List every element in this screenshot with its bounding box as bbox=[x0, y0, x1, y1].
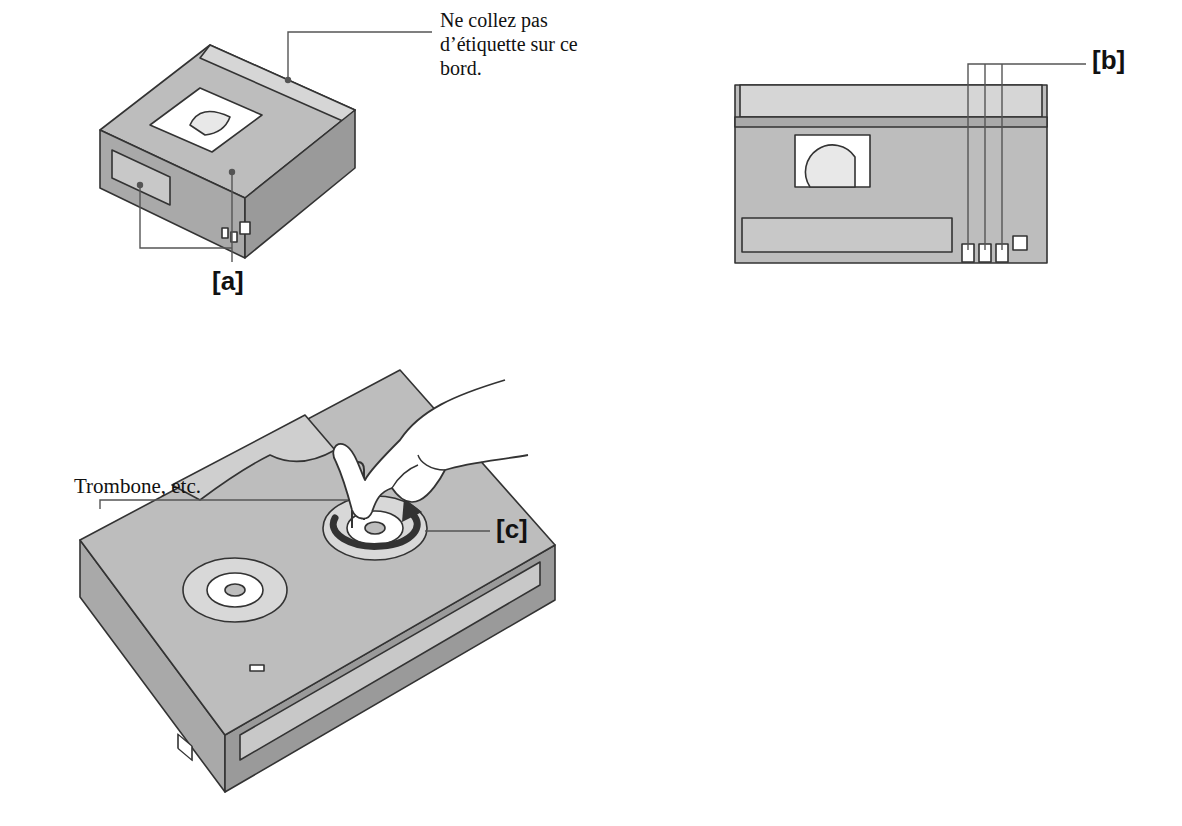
callout-label: [b] bbox=[1092, 45, 1125, 76]
finger-line bbox=[392, 465, 418, 488]
leader-lines bbox=[100, 500, 490, 531]
leader-dot bbox=[230, 170, 235, 175]
leader-line bbox=[288, 32, 432, 80]
leader-line bbox=[984, 64, 985, 250]
leader-dot bbox=[286, 78, 291, 83]
cassette-top-left bbox=[100, 45, 355, 258]
leader-lines bbox=[968, 64, 1086, 250]
leader-line bbox=[1001, 64, 1002, 250]
cassette-end bbox=[245, 110, 355, 258]
cassette-body bbox=[735, 85, 1047, 263]
label-area bbox=[112, 150, 170, 205]
label-area bbox=[742, 218, 952, 252]
callout-label: [a] bbox=[212, 266, 244, 297]
cassette-front bbox=[735, 85, 1047, 263]
leader-line bbox=[100, 500, 348, 509]
leader-line bbox=[140, 185, 232, 248]
tab bbox=[222, 228, 228, 238]
callout-label: [c] bbox=[496, 514, 528, 545]
leader-dot bbox=[138, 183, 143, 188]
tab bbox=[178, 734, 192, 760]
cassette-open bbox=[80, 370, 555, 792]
tab bbox=[1013, 236, 1027, 250]
hand bbox=[333, 380, 528, 519]
tape-reel bbox=[190, 112, 230, 135]
tape-reel bbox=[805, 145, 855, 187]
reel-hub bbox=[207, 573, 263, 607]
cassette-ridge bbox=[740, 85, 1042, 117]
cassette-window bbox=[150, 88, 262, 152]
callout-label: Trombone, etc. bbox=[74, 474, 201, 499]
reel bbox=[183, 558, 287, 622]
cassette-side bbox=[100, 130, 245, 258]
cassette-face bbox=[80, 370, 555, 735]
tab bbox=[240, 222, 250, 234]
callout-label: Ne collez pas d’étiquette sur ce bord. bbox=[440, 8, 605, 80]
leader-lines bbox=[138, 32, 433, 262]
cassette-edge bbox=[735, 117, 1047, 127]
cassette-window bbox=[795, 135, 870, 187]
finger-line bbox=[418, 455, 445, 470]
reel-center bbox=[225, 584, 245, 596]
reel-center bbox=[365, 522, 385, 534]
slot bbox=[250, 665, 264, 671]
leader-line bbox=[968, 64, 1086, 250]
leader-line bbox=[425, 530, 490, 531]
